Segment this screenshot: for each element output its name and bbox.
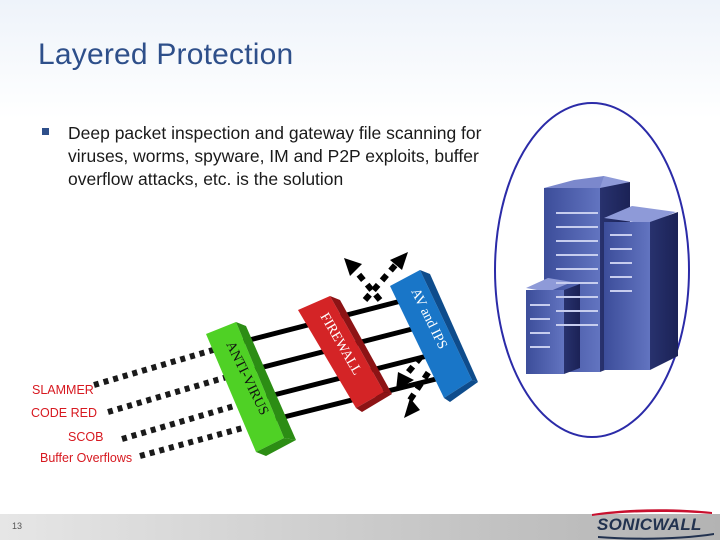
- building-icon: [526, 176, 678, 374]
- footer-bar: [0, 514, 720, 540]
- bullet-text: Deep packet inspection and gateway file …: [68, 123, 482, 189]
- layer-anti-virus: [206, 322, 296, 456]
- sonicwall-logo-text: SONICWALL: [597, 515, 702, 534]
- layer-av-ips: [390, 270, 478, 402]
- protected-network-ellipse: [494, 102, 690, 438]
- page-number: 13: [12, 521, 23, 531]
- arrow-head-icon: [344, 252, 420, 418]
- bullet-list: Deep packet inspection and gateway file …: [42, 122, 492, 191]
- layer-firewall: [298, 296, 392, 412]
- threat-label-scob: SCOB: [68, 430, 104, 444]
- sonicwall-logo: [592, 509, 714, 540]
- threat-line-slammer: [93, 342, 231, 388]
- threat-label-buffer-overflows: Buffer Overflows: [40, 451, 133, 465]
- slide-title: Layered Protection: [38, 38, 294, 71]
- bullet-square-icon: [42, 128, 49, 135]
- threat-line-code-red: [107, 369, 245, 415]
- threat-label-code-red: CODE RED: [31, 406, 97, 420]
- threat-line-scob: [121, 396, 259, 442]
- threat-label-slammer: SLAMMER: [32, 383, 94, 397]
